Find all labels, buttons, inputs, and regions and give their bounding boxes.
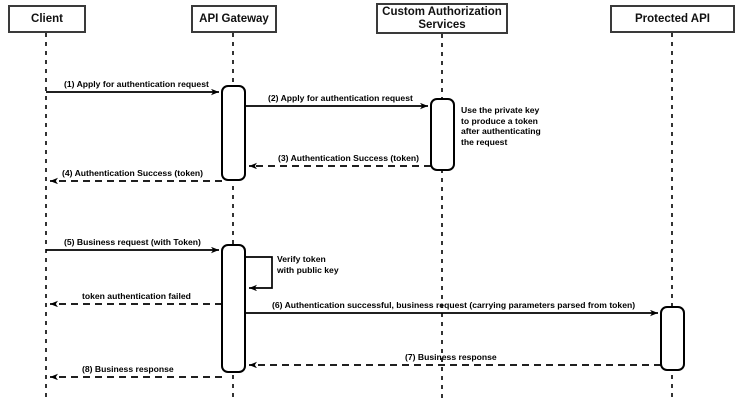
lifeline-head-auth[interactable]: Custom Authorization Services: [376, 3, 508, 34]
lifeline-head-client[interactable]: Client: [8, 5, 86, 33]
activation-api-1: [660, 306, 685, 371]
message-label-8: (8) Business response: [82, 364, 174, 374]
note-private-key: Use the private key to produce a token a…: [461, 105, 541, 147]
self-message-label-line-2: with public key: [277, 265, 339, 275]
message-label-4: (4) Authentication Success (token): [62, 168, 204, 178]
lifeline-head-api[interactable]: Protected API: [610, 5, 735, 33]
lifeline-label-auth: Custom Authorization Services: [382, 5, 502, 31]
message-label-7: (7) Business response: [405, 352, 497, 362]
lifeline-head-gateway[interactable]: API Gateway: [191, 5, 277, 33]
message-label-token-auth-failed: token authentication failed: [82, 291, 191, 301]
message-label-1: (1) Apply for authentication request: [64, 79, 209, 89]
lifeline-label-gateway: API Gateway: [199, 12, 269, 25]
lifeline-dashes: [45, 33, 673, 399]
activation-gateway-2: [221, 244, 246, 373]
activation-gateway-1: [221, 85, 246, 181]
message-label-6: (6) Authentication successful, business …: [272, 300, 636, 310]
message-label-3: (3) Authentication Success (token): [278, 153, 420, 163]
self-message-label: Verify token with public key: [277, 254, 339, 276]
lifeline-label-api: Protected API: [635, 12, 710, 25]
activation-boxes: [221, 85, 685, 373]
self-message-label-line-1: Verify token: [277, 254, 326, 264]
self-message-loop: [245, 256, 273, 292]
lifeline-label-client: Client: [31, 12, 63, 25]
message-arrows: [46, 88, 661, 381]
activation-auth-1: [430, 98, 455, 171]
message-label-2: (2) Apply for authentication request: [268, 93, 413, 103]
message-label-5: (5) Business request (with Token): [64, 237, 201, 247]
